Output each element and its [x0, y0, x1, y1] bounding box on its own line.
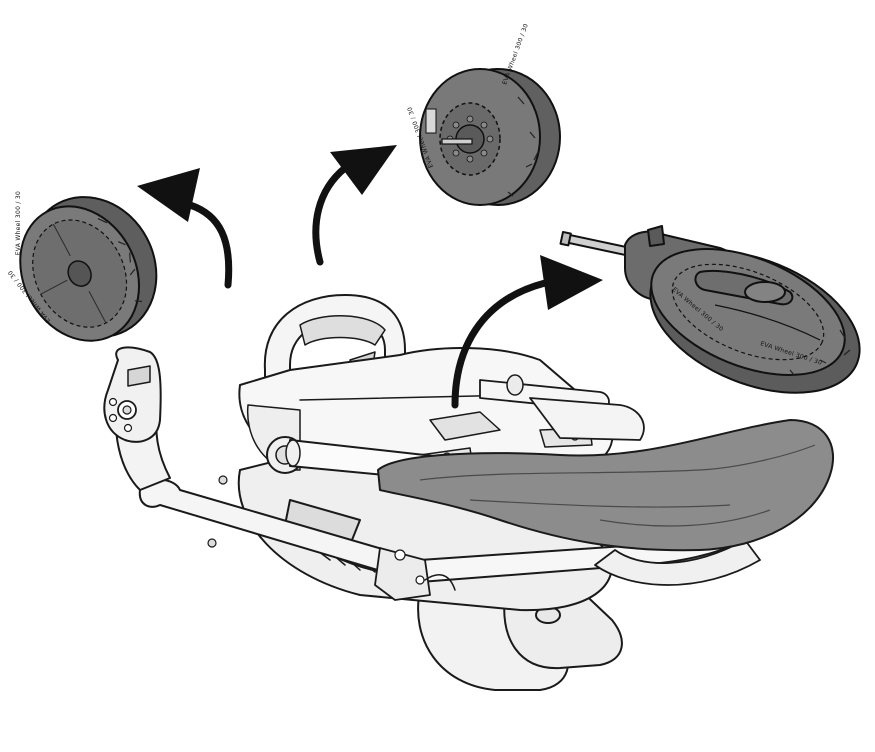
arrow-curved-icon: [137, 168, 233, 289]
left-wheel-tread-text: EVA Wheel 300 / 30: [15, 191, 22, 256]
stroller-frame-icon: [103, 294, 761, 691]
caster-wheel-icon: EVA Wheel 300 / 30 EVA Wheel 300 / 30: [559, 225, 861, 394]
arrow-curved-icon: [451, 255, 603, 409]
footrest-panel: [377, 419, 835, 552]
hub-label-plate: [425, 108, 437, 134]
wheel-icon: EVA Wheel 300 / 30 EVA Wheel 300 / 30: [406, 23, 561, 206]
arrow-curved-icon: [312, 145, 397, 266]
wheel-icon: EVA Wheel 300 / 30 EVA Wheel 300 / 30: [7, 191, 158, 342]
